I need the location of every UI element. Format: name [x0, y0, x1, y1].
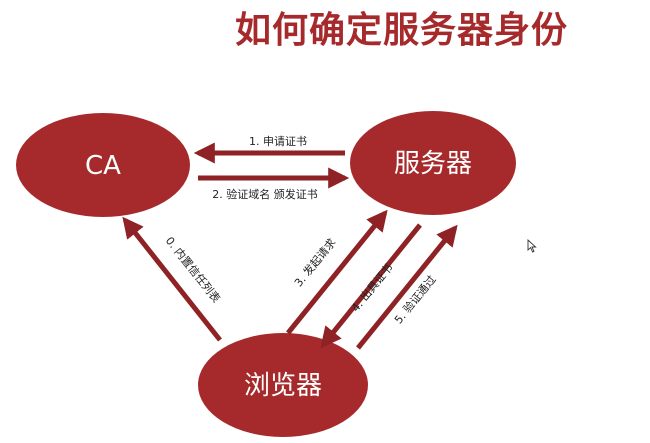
arrow-trust-list — [122, 216, 222, 342]
page-title: 如何确定服务器身份 — [235, 10, 569, 51]
arrow-present-cert — [320, 223, 422, 349]
server-node — [350, 111, 516, 215]
label-issue-cert: 2. 验证域名 颁发证书 — [212, 187, 318, 201]
server-node-label: 服务器 — [394, 149, 472, 179]
ca-node-label: CA — [85, 151, 121, 181]
label-apply-cert: 1. 申请证书 — [249, 135, 307, 148]
arrow-send-request — [286, 209, 388, 335]
browser-node — [198, 333, 368, 437]
mouse-pointer-icon — [527, 239, 537, 253]
arrow-verify-pass — [356, 224, 458, 350]
label-trust-list: 0. 内置信任列表 — [163, 234, 224, 305]
browser-node-label: 浏览器 — [244, 371, 322, 401]
ca-node — [16, 113, 190, 217]
